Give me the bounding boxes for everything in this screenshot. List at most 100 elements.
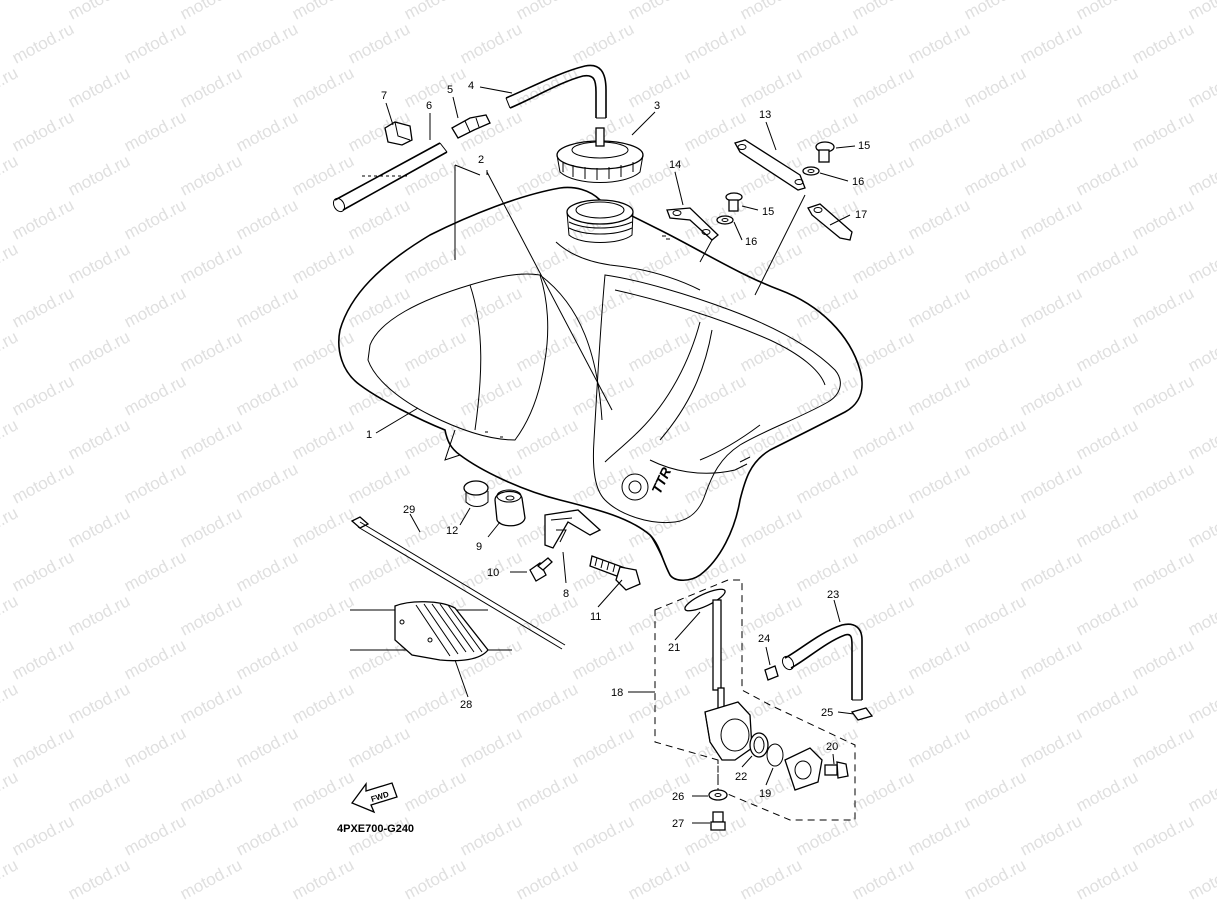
- watermark-text: motod.ru: [569, 635, 637, 683]
- grommet-12: [463, 480, 489, 507]
- watermark-text: motod.ru: [0, 0, 21, 24]
- watermark-text: motod.ru: [401, 0, 469, 24]
- callout-labels: 1 2 3 4 5 6 7 8 9 10 11 12 13 14 15 15 1…: [366, 80, 870, 830]
- watermark-text: motod.ru: [625, 679, 693, 727]
- watermark-text: motod.ru: [1185, 0, 1217, 24]
- watermark-text: motod.ru: [849, 415, 917, 463]
- callout-7: 7: [381, 90, 387, 102]
- tank-badge: TTR: [648, 464, 674, 496]
- watermark-text: motod.ru: [961, 503, 1029, 551]
- watermark-text: motod.ru: [65, 679, 133, 727]
- watermark-text: motod.ru: [1129, 723, 1197, 771]
- watermark-text: motod.ru: [1073, 767, 1141, 815]
- watermark-text: motod.ru: [177, 679, 245, 727]
- watermark-text: motod.ru: [737, 0, 805, 24]
- watermark-text: motod.ru: [121, 371, 189, 419]
- watermark-text: motod.ru: [905, 811, 973, 859]
- callout-6: 6: [426, 100, 432, 112]
- watermark-text: motod.ru: [1185, 239, 1217, 287]
- cover-28: [350, 601, 512, 662]
- callout-10: 10: [487, 567, 499, 579]
- watermark-text: motod.ru: [0, 767, 21, 815]
- watermark-text: motod.ru: [345, 547, 413, 595]
- o-ring-19: [766, 743, 784, 767]
- lever-plate: [784, 747, 823, 791]
- watermark-text: motod.ru: [65, 239, 133, 287]
- watermark-text: motod.ru: [9, 811, 77, 859]
- watermark-text: motod.ru: [905, 19, 973, 67]
- watermark-text: motod.ru: [569, 283, 637, 331]
- watermark-text: motod.ru: [1129, 459, 1197, 507]
- watermark-text: motod.ru: [569, 723, 637, 771]
- watermark-text: motod.ru: [1017, 723, 1085, 771]
- watermark-text: motod.ru: [289, 239, 357, 287]
- watermark-text: motod.ru: [905, 547, 973, 595]
- watermark-text: motod.ru: [0, 591, 21, 639]
- watermark-text: motod.ru: [233, 371, 301, 419]
- watermark-text: motod.ru: [1017, 107, 1085, 155]
- watermark-text: motod.ru: [1185, 327, 1217, 375]
- watermark-text: motod.ru: [289, 855, 357, 903]
- clip-24: [764, 665, 779, 681]
- watermark-text: motod.ru: [0, 151, 21, 199]
- watermark-text: motod.ru: [1017, 283, 1085, 331]
- watermark-text: motod.ru: [849, 63, 917, 111]
- watermark-text: motod.ru: [1129, 371, 1197, 419]
- watermark-text: motod.ru: [177, 503, 245, 551]
- watermark-text: motod.ru: [1129, 195, 1197, 243]
- watermark-text: motod.ru: [961, 855, 1029, 903]
- watermark-text: motod.ru: [233, 107, 301, 155]
- bolt-15-lower: [725, 192, 743, 212]
- watermark-text: motod.ru: [737, 591, 805, 639]
- watermark-text: motod.ru: [289, 327, 357, 375]
- watermark-text: motod.ru: [513, 327, 581, 375]
- callout-8: 8: [563, 588, 569, 600]
- watermark-text: motod.ru: [65, 0, 133, 24]
- watermark-text: motod.ru: [65, 151, 133, 199]
- watermark-text: motod.ru: [65, 855, 133, 903]
- watermark-text: motod.ru: [1073, 0, 1141, 24]
- watermark-text: motod.ru: [0, 327, 21, 375]
- watermark-text: motod.ru: [1073, 239, 1141, 287]
- washer-26: [708, 789, 728, 801]
- watermark-text: motod.ru: [233, 283, 301, 331]
- watermark-text: motod.ru: [681, 371, 749, 419]
- watermark-text: motod.ru: [289, 0, 357, 24]
- watermark-text: motod.ru: [1129, 635, 1197, 683]
- watermark-text: motod.ru: [121, 283, 189, 331]
- strainer-21: [684, 588, 726, 709]
- watermark-text: motod.ru: [121, 635, 189, 683]
- watermark-text: motod.ru: [849, 239, 917, 287]
- bracket-13: [734, 139, 806, 191]
- watermark-text: motod.ru: [625, 415, 693, 463]
- watermark-text: motod.ru: [233, 811, 301, 859]
- bolt-10: [529, 557, 553, 582]
- watermark-text: motod.ru: [65, 327, 133, 375]
- callout-24: 24: [758, 633, 770, 645]
- watermark-text: motod.ru: [793, 19, 861, 67]
- watermark-text: motod.ru: [401, 327, 469, 375]
- watermark-text: motod.ru: [905, 459, 973, 507]
- watermark-text: motod.ru: [1185, 591, 1217, 639]
- watermark-text: motod.ru: [961, 151, 1029, 199]
- watermark-text: motod.ru: [0, 855, 21, 903]
- watermark-text: motod.ru: [65, 591, 133, 639]
- watermark-text: motod.ru: [345, 283, 413, 331]
- callout-19: 19: [759, 788, 771, 800]
- watermark-text: motod.ru: [1185, 855, 1217, 903]
- screw-20: [824, 761, 849, 779]
- callout-16b: 16: [745, 236, 757, 248]
- watermark-text: motod.ru: [961, 327, 1029, 375]
- callout-26: 26: [672, 791, 684, 803]
- callout-4: 4: [468, 80, 474, 92]
- watermark-text: motod.ru: [1073, 327, 1141, 375]
- watermark-text: motod.ru: [401, 767, 469, 815]
- watermark-text: motod.ru: [457, 723, 525, 771]
- fuel-cock-assembly-outline: [654, 579, 856, 821]
- callout-11: 11: [590, 611, 601, 623]
- watermark-text: motod.ru: [401, 415, 469, 463]
- watermark-text: motod.ru: [793, 459, 861, 507]
- watermark-text: motod.ru: [737, 855, 805, 903]
- watermark-text: motod.ru: [905, 371, 973, 419]
